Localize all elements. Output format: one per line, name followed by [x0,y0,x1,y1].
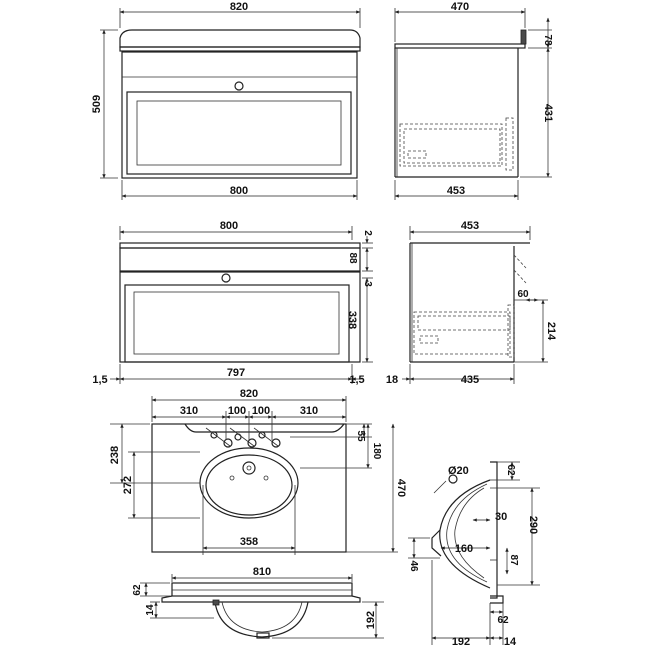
basin-left-height-label: 238 [109,446,121,464]
mid-gap-label: 3 [362,281,373,287]
mid-side-offset-label: 60 [517,289,529,300]
bowl-top-label: 180 [371,443,382,460]
tap-mid-right-label: 100 [252,405,270,417]
bowl-depth-label: 272 [122,476,134,494]
mid-side-depth-label: 453 [461,220,479,232]
section-wall-label: 30 [495,511,507,523]
basin-front-height-label: 192 [365,611,377,629]
front-elevation-view: 820 800 509 [91,1,361,200]
section-inner-width-label: 160 [455,543,473,555]
section-rim-top-label: 62 [505,464,516,476]
side-body-height-label: 431 [542,104,554,122]
mid-side-left-offset-label: 18 [386,374,398,386]
mid-top-gap-label: 2 [362,230,373,236]
basin-depth-label: 470 [395,479,407,497]
section-hole-dia-label: Ø20 [448,465,469,477]
side-section-mid-view: 453 60 214 18 435 [386,220,557,386]
front-height-label: 509 [91,95,103,113]
mid-drawer-depth-label: 435 [461,374,479,386]
mid-door-width-label: 797 [227,367,245,379]
mid-right-margin-label: 1,5 [349,374,364,386]
basin-front-view: 810 62 14 192 [132,566,384,639]
mid-door-height-label: 338 [346,311,358,329]
tap-mid-left-label: 100 [228,405,246,417]
front-width-bottom-label: 800 [230,185,248,197]
bowl-width-label: 358 [240,536,258,548]
section-inner-depth-label: 87 [508,554,519,566]
basin-front-lip-label: 14 [145,604,156,616]
tap-left-label: 310 [180,405,198,417]
basin-width-label: 820 [240,388,258,400]
front-elevation-mid-view: 800 2 88 3 338 1,5 797 1,5 [92,220,373,386]
mid-left-margin-label: 1,5 [92,374,107,386]
mid-drawer-height-label: 214 [545,322,557,341]
tap-right-label: 310 [300,405,318,417]
section-thickness-label: 14 [504,636,517,648]
mid-width-top-label: 800 [220,220,238,232]
section-left-height-label: 46 [408,560,419,572]
basin-section-view: 62 Ø20 290 30 160 87 46 62 192 14 [408,461,540,648]
section-overall-label: 192 [452,636,470,648]
front-width-top-label: 820 [230,1,248,13]
side-depth-top-label: 470 [451,1,469,13]
tap-offset-label: 55 [355,430,366,442]
section-height-label: 290 [527,516,539,534]
side-elevation-view: 470 453 78 431 [394,1,554,200]
side-top-height-label: 78 [542,34,553,46]
mid-top-height-label: 88 [347,252,358,264]
side-depth-bottom-label: 453 [447,185,465,197]
basin-front-width-label: 810 [253,566,271,578]
basin-plan-view: 820 310 100 100 310 55 180 470 238 272 3… [109,388,407,555]
basin-front-rim-label: 62 [132,584,143,596]
